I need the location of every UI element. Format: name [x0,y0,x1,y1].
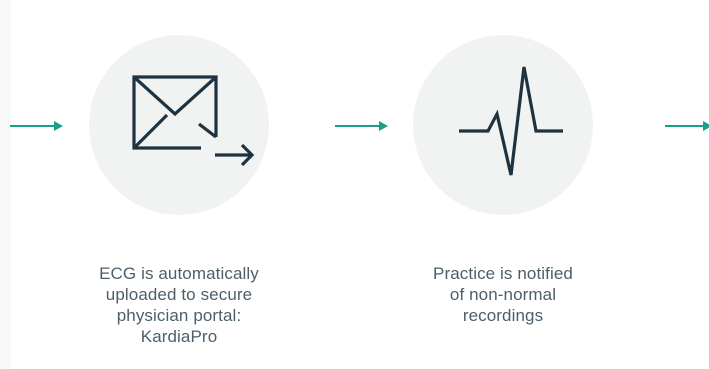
step-2-circle [413,35,593,215]
step-1-circle [89,35,269,215]
flow-arrow-1 [10,121,63,131]
step-2-caption-line-1: Practice is notified [433,264,573,283]
heartbeat-pulse-icon [459,66,563,176]
step-1-caption: ECG is automatically uploaded to secure … [69,263,289,347]
step-1-caption-line-4: KardiaPro [140,327,218,346]
step-2-caption-line-2: of non-normal [449,285,557,304]
flow-arrow-2 [335,121,388,131]
step-2-caption: Practice is notified of non-normal recor… [393,263,613,326]
step-1-caption-line-3: physician portal: [116,306,242,325]
step-1-caption-line-1: ECG is automatically [99,264,259,283]
left-edge-strip [0,0,11,369]
envelope-send-icon [132,75,255,167]
step-1-caption-line-2: uploaded to secure [105,285,253,304]
flow-arrow-3 [665,121,709,131]
step-2-caption-line-3: recordings [462,306,544,325]
